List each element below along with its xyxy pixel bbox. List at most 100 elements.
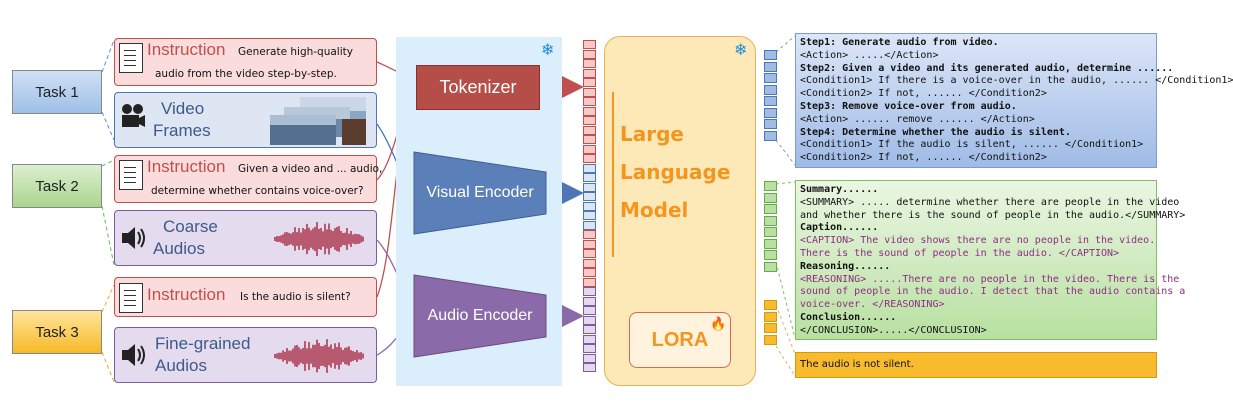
input-token <box>583 363 596 372</box>
input-token <box>583 144 596 154</box>
input-token <box>583 315 596 325</box>
output-token <box>764 73 777 83</box>
output-token <box>764 227 777 237</box>
instruction-box-1: Instruction Generate high-quality audio … <box>114 38 377 86</box>
input-token <box>583 249 596 258</box>
task-1-box: Task 1 <box>12 70 102 114</box>
output-token <box>764 119 777 129</box>
task2-connector-top <box>101 159 115 167</box>
input-token <box>583 49 596 59</box>
video-frames-label-1: Video <box>161 99 205 118</box>
output-line: <CAPTION> The video shows there are no p… <box>800 235 1156 247</box>
fine-audios-label-1: Fine-grained <box>155 334 251 353</box>
input-token <box>583 287 596 296</box>
output-token <box>764 130 777 141</box>
instruction-title-3: Instruction <box>147 285 226 304</box>
tokenizer-block: Tokenizer <box>416 65 540 110</box>
output-token <box>764 61 777 72</box>
output-token <box>764 96 777 106</box>
output-line: <Condition2> If not, ...... </Condition2… <box>800 88 1047 100</box>
output-line: Step4: Determine whether the audio is si… <box>800 126 1071 138</box>
coarse-audios-label-2: Audios <box>153 239 205 258</box>
visual-encoder-block <box>413 151 547 235</box>
coarse-waveform <box>274 222 364 256</box>
instruction-text-2b: determine whether contains voice-over? <box>151 185 364 197</box>
input-token <box>583 258 596 268</box>
video-frames-label-2: Frames <box>153 121 211 140</box>
output-line: voice-over. </REASONING> <box>800 299 945 311</box>
output-line: </CONCLUSION>.....</CONCLUSION> <box>800 324 987 336</box>
film-camera-icon <box>122 104 145 127</box>
output-line: Reasoning...... <box>800 260 891 272</box>
instruction-title-2: Instruction <box>147 157 226 176</box>
lora-label: LORA <box>651 328 709 351</box>
input-token <box>583 154 596 163</box>
input-token <box>583 40 596 49</box>
output-token <box>764 50 777 60</box>
instruction-text-2a: Given a video and ... audio, <box>238 163 383 175</box>
instruction-text-1b: audio from the video step-by-step. <box>155 68 337 80</box>
task-3-label: Task 3 <box>35 323 79 341</box>
output-line: Caption...... <box>800 222 879 234</box>
input-token <box>583 277 596 287</box>
output-token <box>764 215 777 226</box>
output-token <box>764 261 777 272</box>
input-token <box>583 135 596 144</box>
instruction-text-3: Is the audio is silent? <box>240 291 351 303</box>
task-1-label: Task 1 <box>35 83 79 101</box>
input-token <box>583 182 596 192</box>
input-token <box>583 334 596 344</box>
task-2-label: Task 2 <box>35 177 79 195</box>
snowflake-icon: ❄ <box>734 42 748 59</box>
input-token <box>583 106 596 116</box>
input-token <box>583 192 596 201</box>
snowflake-icon: ❄ <box>541 42 555 59</box>
document-icon <box>119 283 143 313</box>
llm-label-3: Model <box>620 198 689 222</box>
speaker-icon <box>122 227 145 249</box>
audio-encoder-block <box>413 274 547 358</box>
instruction-box-3: Instruction Is the audio is silent? <box>114 277 377 317</box>
input-token <box>583 59 596 68</box>
output-token <box>764 238 777 249</box>
output-line: Step1: Generate audio from video. <box>800 37 999 48</box>
input-token <box>583 344 596 353</box>
output-box-answer: The audio is not silent. <box>795 352 1157 378</box>
tokenizer-label: Tokenizer <box>439 77 517 97</box>
output-token <box>764 84 777 95</box>
instruction-box-2: Instruction Given a video and ... audio,… <box>114 155 382 203</box>
input-token <box>583 116 596 125</box>
output-line: and whether there is the sound of people… <box>800 209 1186 221</box>
input-token <box>583 68 596 78</box>
audio-encoder-text: Audio Encoder <box>414 303 546 329</box>
document-icon <box>119 160 143 190</box>
output-line: <Action> .....</Action> <box>800 49 939 61</box>
lora-block: LORA <box>629 312 731 368</box>
task1-connector-bottom <box>101 111 115 141</box>
input-token <box>583 173 596 182</box>
input-token <box>583 220 596 230</box>
fine-waveform <box>274 339 364 373</box>
output-line: <Condition1> If the audio is silent, ...… <box>800 139 1144 151</box>
instruction-title-1: Instruction <box>147 40 226 59</box>
fine-grained-audios-box: Fine-grained Audios <box>114 327 377 383</box>
task-2-box: Task 2 <box>12 164 102 208</box>
instruction-text-1a: Generate high-quality <box>238 46 353 58</box>
llm-accent-bar <box>612 92 614 257</box>
output-token <box>764 323 777 333</box>
document-icon <box>119 43 143 73</box>
output-box-steps: Step1: Generate audio from video.<Action… <box>795 33 1233 168</box>
llm-label-1: Large <box>620 122 684 146</box>
task-3-box: Task 3 <box>12 310 102 354</box>
output-token <box>764 192 777 203</box>
output-token <box>764 204 777 214</box>
input-token <box>583 268 596 277</box>
input-token <box>583 97 596 106</box>
llm-label-2: Language <box>620 160 731 184</box>
fine-audios-label-2: Audios <box>155 356 207 375</box>
output-token <box>764 311 777 322</box>
output-line: <REASONING> .....There are no people in … <box>800 273 1180 285</box>
visual-encoder-label: Visual Encoder <box>426 184 534 201</box>
input-token <box>583 230 596 239</box>
input-token <box>583 353 596 363</box>
